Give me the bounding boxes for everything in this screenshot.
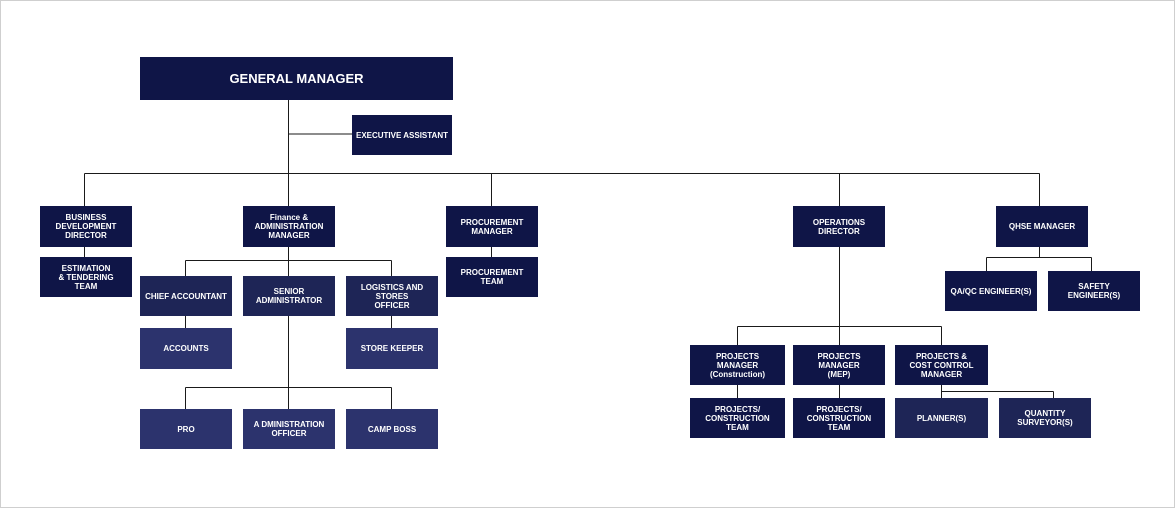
store-keeper-box: STORE KEEPER bbox=[346, 328, 438, 369]
senior-administrator-box: SENIOR ADMINISTRATOR bbox=[243, 276, 335, 316]
node-label-line: (Construction) bbox=[709, 369, 766, 379]
general-manager-box: GENERAL MANAGER bbox=[140, 57, 453, 100]
node-label-line: COST CONTROL bbox=[909, 360, 974, 370]
node-label-line: ADMINISTRATION bbox=[254, 222, 324, 231]
node-label-line: TEAM bbox=[827, 422, 851, 432]
pro-box: PRO bbox=[140, 409, 232, 449]
accounts-box: ACCOUNTS bbox=[140, 328, 232, 369]
node-label-line: ACCOUNTS bbox=[163, 344, 209, 353]
node-label-line: MANAGER bbox=[471, 226, 513, 236]
node-label-line: QA/QC ENGINEER(S) bbox=[950, 286, 1032, 296]
node-label-line: MANAGER bbox=[716, 360, 759, 370]
node-label-line: GENERAL MANAGER bbox=[229, 71, 364, 86]
node-label-line: ESTIMATION bbox=[61, 263, 111, 273]
node-label-line: CONSTRUCTION bbox=[705, 413, 770, 423]
node-label-line: LOGISTICS AND STORES bbox=[360, 282, 424, 301]
executive-assistant-box: EXECUTIVE ASSISTANT bbox=[352, 115, 452, 155]
node-label-line: TEAM bbox=[480, 277, 504, 286]
node-label-line: PROJECTS/ bbox=[714, 404, 761, 414]
node-label-line: MANAGER bbox=[268, 231, 310, 240]
node-label-line: CHIEF ACCOUNTANT bbox=[145, 291, 227, 301]
node-label-line: QUANTITY bbox=[1024, 409, 1066, 418]
node-label-line: PROJECTS/ bbox=[816, 404, 862, 414]
node-label-line: DIRECTOR bbox=[65, 231, 107, 240]
node-label-line: MANAGER bbox=[818, 360, 860, 370]
qa-qc-engineers-box: QA/QC ENGINEER(S) bbox=[945, 271, 1037, 311]
node-label-line: TEAM bbox=[74, 281, 98, 291]
node-label-line: (MEP) bbox=[827, 369, 851, 379]
node-label-line: OFFICER bbox=[271, 429, 307, 438]
node-label-line: STORE KEEPER bbox=[360, 344, 424, 353]
node-label-line: PRO bbox=[177, 424, 195, 434]
camp-boss-box: CAMP BOSS bbox=[346, 409, 438, 449]
node-label-line: PROCUREMENT bbox=[460, 217, 524, 227]
node-label-line: MANAGER bbox=[920, 369, 963, 379]
node-label-line: DIRECTOR bbox=[818, 226, 860, 236]
node-label-line: CONSTRUCTION bbox=[806, 413, 872, 423]
node-label-line: SAFETY ENGINEER(S) bbox=[1067, 282, 1121, 300]
planners-box: PLANNER(S) bbox=[895, 398, 988, 438]
node-label-line: DEVELOPMENT bbox=[55, 222, 117, 231]
node-label-line: BUSINESS bbox=[65, 213, 107, 222]
node-label-line: TEAM bbox=[726, 422, 749, 432]
chief-accountant-box: CHIEF ACCOUNTANT bbox=[140, 276, 232, 316]
node-label-line: EXECUTIVE ASSISTANT bbox=[355, 130, 448, 140]
node-label-line: PLANNER(S) bbox=[916, 413, 967, 423]
node-label-line: OFFICER bbox=[374, 300, 410, 310]
node-label-line: CAMP BOSS bbox=[367, 424, 417, 434]
qhse-manager-box: QHSE MANAGER bbox=[996, 206, 1088, 247]
node-label-line: SURVEYOR(S) bbox=[1017, 418, 1073, 427]
safety-engineers-box: SAFETY ENGINEER(S) bbox=[1048, 271, 1140, 311]
node-label-line: A DMINISTRATION bbox=[253, 420, 325, 429]
node-label-line: SENIOR ADMINISTRATOR bbox=[255, 287, 323, 305]
node-label-line: PROJECTS & bbox=[915, 351, 968, 361]
node-label-line: & TENDERING bbox=[58, 272, 114, 282]
node-label-line: PROJECTS bbox=[817, 351, 861, 361]
node-label-line: PROCUREMENT bbox=[460, 268, 524, 277]
node-label-line: OPERATIONS bbox=[812, 217, 866, 227]
node-label-line: QHSE MANAGER bbox=[1008, 222, 1076, 231]
node-label-line: Finance & bbox=[269, 213, 309, 222]
node-label-line: PROJECTS bbox=[715, 351, 760, 361]
